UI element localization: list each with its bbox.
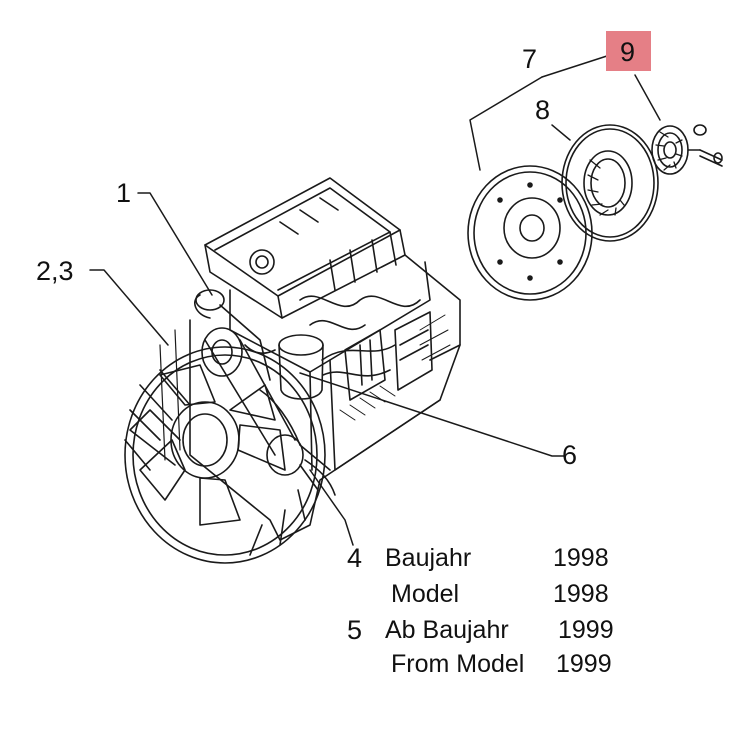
note-from-model-label: From Model: [391, 650, 525, 678]
note-baujahr-label: Baujahr: [385, 544, 472, 572]
callout-9: 9: [620, 37, 636, 67]
note-ab-baujahr-year: 1999: [558, 616, 614, 644]
callout-6: 6: [562, 440, 578, 470]
callout-1: 1: [116, 178, 132, 208]
note-model-year: 1998: [553, 580, 609, 608]
clutch-plate: [561, 124, 659, 242]
note-baujahr-year: 1998: [553, 544, 609, 572]
engine-block: [189, 177, 461, 541]
leader-lines: [89, 54, 661, 546]
fan-assembly: [124, 327, 336, 564]
flywheel: [467, 165, 593, 301]
callout-8: 8: [535, 95, 551, 125]
callout-4: 4: [347, 543, 363, 573]
callout-9-highlight: [606, 31, 651, 71]
callout-2-3: 2,3: [36, 256, 74, 286]
callout-5: 5: [347, 615, 363, 645]
note-ab-baujahr-label: Ab Baujahr: [385, 616, 509, 644]
note-from-model-year: 1999: [556, 650, 612, 678]
release-bearing: [651, 124, 723, 175]
callout-7: 7: [522, 44, 538, 74]
note-model-label: Model: [391, 580, 460, 608]
